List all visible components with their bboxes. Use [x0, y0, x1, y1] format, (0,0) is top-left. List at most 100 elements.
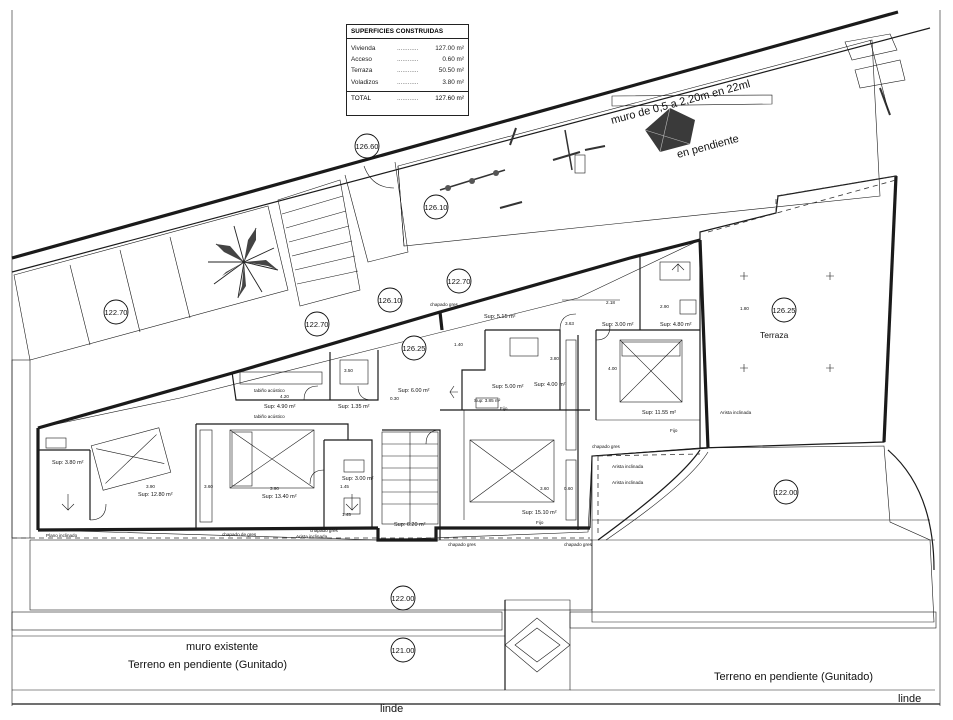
door-swing [425, 429, 441, 445]
dimension-label: 4.20 [280, 394, 289, 399]
dashed-line [707, 179, 897, 233]
terrace-area [699, 175, 897, 449]
svg-text:122.70: 122.70 [105, 308, 128, 317]
dimension-label: 3.60 [204, 484, 213, 489]
sun-lounger-icon [844, 33, 906, 116]
level-marker: 126.10 [377, 287, 403, 313]
svg-text:121.00: 121.00 [392, 646, 415, 655]
room-area-label: Sup: 15.10 m² [522, 510, 557, 516]
sink-icon [343, 459, 365, 473]
annotation-label: chapado gres [448, 542, 477, 547]
shower-icon [659, 261, 691, 281]
lower-patio [29, 539, 593, 611]
annotation-label: chapado gres [310, 528, 339, 533]
dimension-label: 3.60 [540, 486, 549, 491]
staircase-upper [277, 161, 409, 307]
terrain-label-left: Terreno en pendiente (Gunitado) [128, 659, 287, 671]
annotation-label: Fijo [500, 406, 508, 411]
dimension-label: 1.40 [454, 342, 463, 347]
dimension-label: 4.00 [608, 366, 617, 371]
annotation-label: Plano inclinado [46, 533, 78, 538]
annotation-label: Arista inclinada [296, 534, 328, 539]
dimension-label: 0.60 [564, 486, 573, 491]
room-area-label: Sup: 3.00 m² [342, 476, 374, 482]
level-marker: 126.25 [401, 335, 427, 361]
surfaces-row: Terraza ............ 50.50 m² [351, 67, 464, 75]
door-swing [595, 325, 611, 341]
door-swing [303, 385, 319, 401]
level-marker: 126.10 [423, 194, 449, 220]
dashed-line [597, 453, 701, 457]
boundary-wall-upper [11, 10, 899, 260]
annotation-label: Fijo [670, 428, 678, 433]
dimension-label: 3.63 [565, 321, 574, 326]
room-area-label: Sup: 12.80 m² [138, 492, 173, 498]
surfaces-row: Voladizos ............ 3.80 m² [351, 78, 464, 86]
stone-border [11, 611, 503, 631]
annotation-label: Arista inclinada [612, 480, 644, 485]
annotation-label: tabiño acústico [254, 414, 285, 419]
dashed-line [775, 175, 897, 213]
annotation-label: chapado de gres [222, 532, 257, 537]
stone-border-right [569, 611, 937, 629]
level-marker: 122.00 [390, 585, 416, 611]
arrow-icon [740, 272, 748, 280]
surfaces-row: Acceso ............ 0.60 m² [351, 56, 464, 64]
linde-label-right: linde [898, 693, 921, 705]
arrow-down-icon [61, 494, 75, 511]
annotation-label: Arista inclinada [720, 410, 752, 415]
room-area-label: Sup: 3.80 m² [52, 460, 84, 466]
room-area-label: Sup: 3.85 m² [474, 398, 501, 403]
bed-icon [619, 339, 683, 403]
boundary-wall-upper-inner [11, 27, 931, 273]
room-area-label: Sup: 1.35 m² [338, 404, 370, 410]
level-marker: 126.25 [771, 297, 797, 323]
curved-arista-inner [605, 451, 709, 541]
room-area-label: Sup: 5.00 m² [492, 384, 524, 390]
existing-wall-label: muro existente [186, 641, 258, 653]
upper-garden-strip [397, 39, 881, 247]
toilet-icon [679, 299, 697, 315]
bed-icon [90, 427, 172, 491]
level-marker: 121.00 [390, 637, 416, 663]
desk-icon [509, 337, 539, 357]
dimension-label: 3.80 [550, 356, 559, 361]
closet [565, 459, 577, 521]
surfaces-table-title: SUPERFICIES CONSTRUIDAS [347, 25, 468, 39]
door-swing [559, 313, 577, 331]
annotation-label: chapado gres [592, 444, 621, 449]
annotation-label: tabiño acústico [254, 388, 285, 393]
deck-line [69, 264, 91, 346]
svg-text:126.25: 126.25 [403, 344, 426, 353]
svg-text:122.70: 122.70 [306, 320, 329, 329]
door-swing [357, 385, 373, 401]
linde-label-left: linde [380, 703, 403, 715]
door-swing [89, 503, 107, 521]
pool-deck [591, 445, 935, 623]
door-swing [309, 469, 325, 485]
annotation-label: Arista inclinada [612, 464, 644, 469]
svg-text:126.25: 126.25 [773, 306, 796, 315]
annotation-label: Fijo [536, 520, 544, 525]
surfaces-total-row: TOTAL ............ 127.60 m² [347, 90, 468, 105]
room-area-label: Sup: 4.80 m² [660, 322, 692, 328]
dimension-label: 0.30 [390, 396, 399, 401]
dimension-label: 1.45 [342, 512, 351, 517]
room-area-label: Sup: 6.20 m² [394, 522, 426, 528]
room-area-label: Sup: 4.90 m² [264, 404, 296, 410]
arrow-left-icon [449, 385, 458, 399]
closet [239, 371, 323, 385]
curved-path [887, 449, 935, 571]
left-stone-border [11, 359, 31, 539]
deck-line [169, 236, 191, 319]
terrain-label-right: Terreno en pendiente (Gunitado) [714, 671, 873, 683]
deck-line [119, 249, 141, 333]
interior-stair [381, 431, 439, 525]
exercise-equipment-icon [439, 127, 606, 209]
dimension-label: 3.90 [146, 484, 155, 489]
terrace-edge-wall [882, 175, 898, 443]
dimension-label: 2.18 [606, 300, 615, 305]
bed-icon [469, 439, 555, 503]
arrow-down-icon [345, 494, 359, 511]
